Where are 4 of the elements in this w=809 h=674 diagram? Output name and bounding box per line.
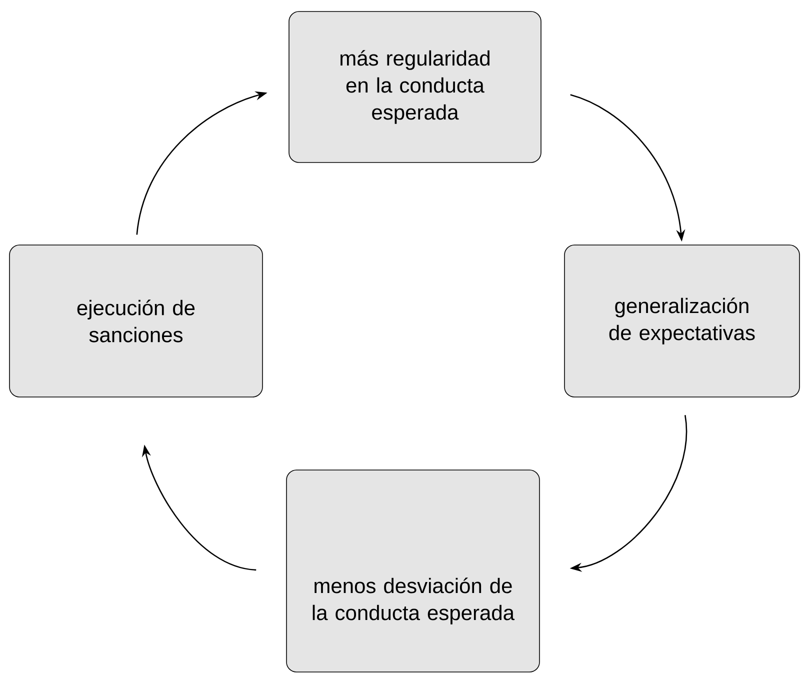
process-box: más regularidad en la conducta esperada [288,11,542,163]
process-box: ejecución de sanciones [9,244,263,398]
process-box: generalización de expectativas [564,244,800,398]
process-box: menos desviación de la conducta esperada [286,470,540,672]
